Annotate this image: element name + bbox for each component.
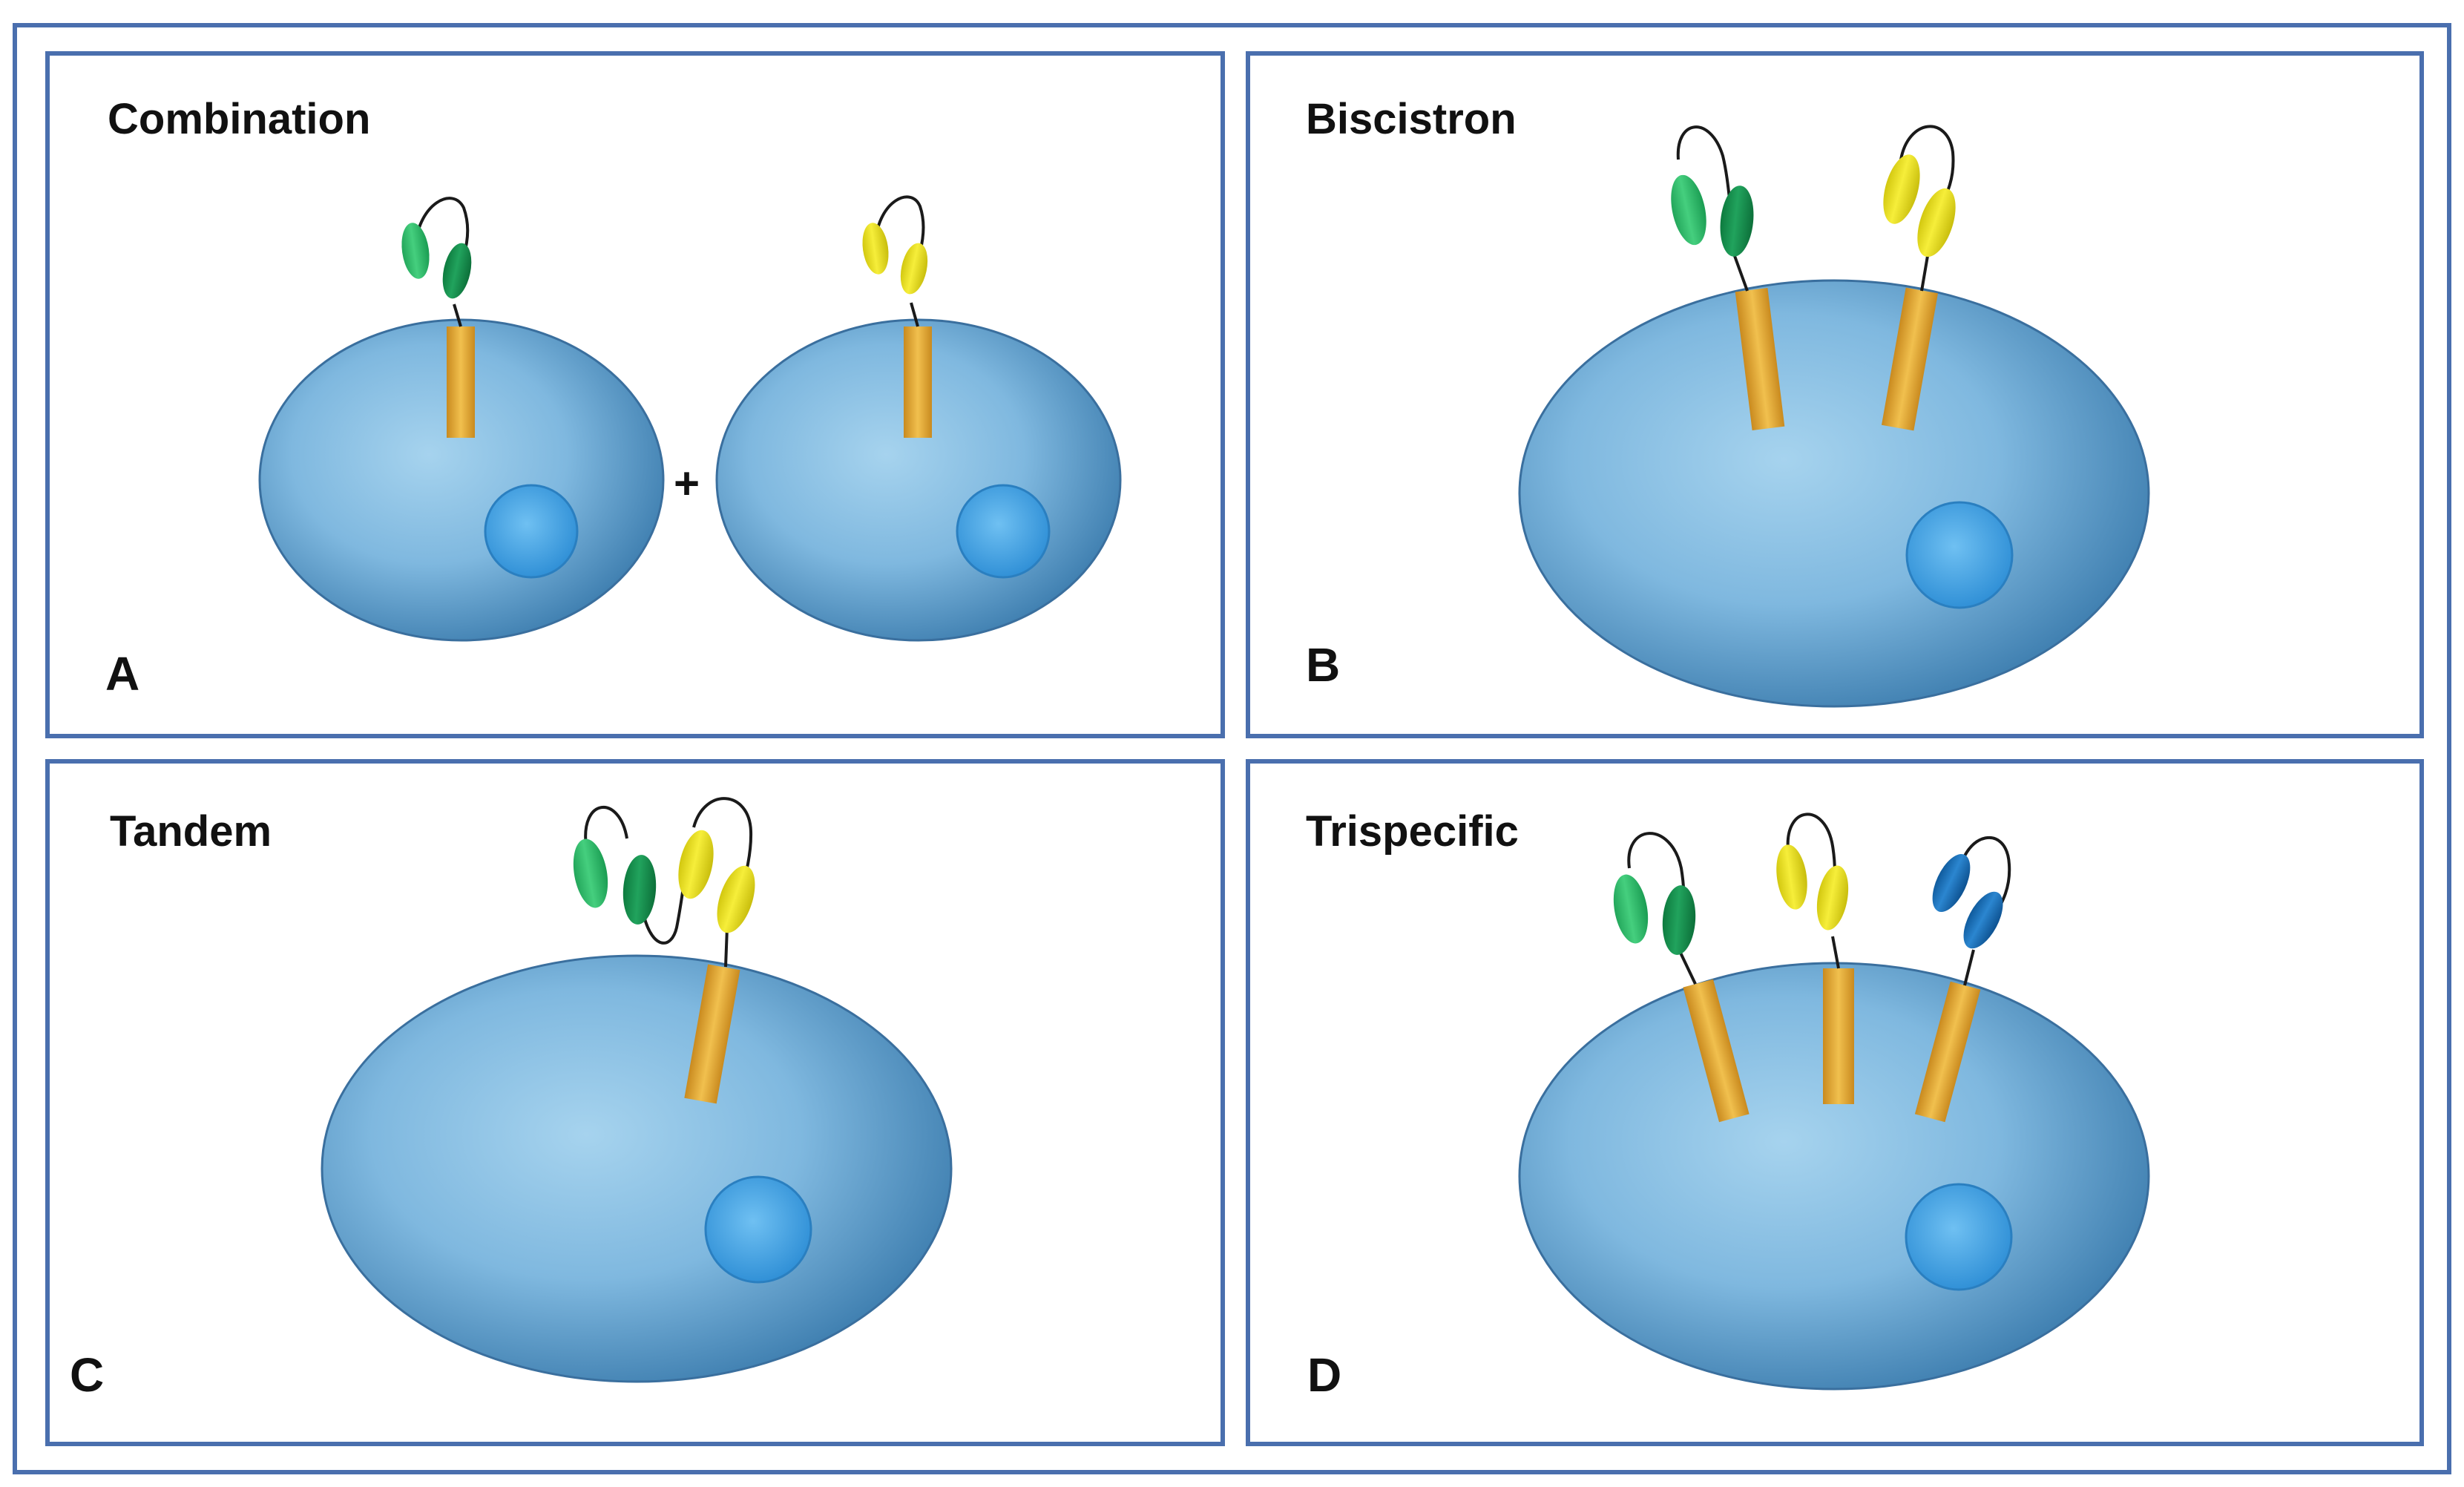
- panel-c-title: Tandem: [110, 807, 272, 856]
- panel-a: Combination A +: [47, 53, 1223, 736]
- nucleus-icon: [957, 485, 1049, 577]
- plus-sign: +: [674, 459, 700, 508]
- panel-b-title: Biscistron: [1306, 95, 1517, 143]
- panel-b-letter: B: [1306, 638, 1340, 692]
- panel-d-title: Trispecific: [1306, 807, 1519, 856]
- nucleus-icon: [485, 485, 577, 577]
- cell-icon: [1520, 280, 2149, 706]
- panel-a-letter: A: [105, 647, 139, 700]
- receptor-icon: [904, 326, 932, 438]
- nucleus-icon: [706, 1177, 811, 1282]
- panel-b: Biscistron B: [1248, 53, 2422, 736]
- panel-c-letter: C: [70, 1348, 104, 1402]
- panel-d-letter: D: [1307, 1348, 1341, 1402]
- cell-icon: [322, 956, 951, 1382]
- panel-c: Tandem C: [47, 761, 1223, 1444]
- panel-a-title: Combination: [108, 95, 370, 143]
- nucleus-icon: [1907, 502, 2012, 608]
- nucleus-icon: [1906, 1184, 2011, 1290]
- panel-d: Trispecific D: [1248, 761, 2422, 1444]
- receptor-icon: [447, 326, 475, 438]
- receptor-icon: [1823, 968, 1854, 1104]
